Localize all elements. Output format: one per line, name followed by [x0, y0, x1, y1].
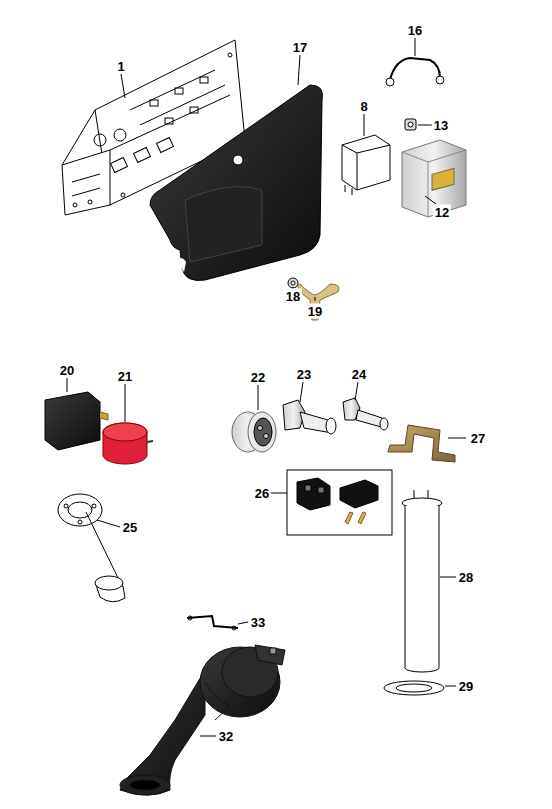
callout-number: 29	[457, 679, 475, 694]
callout-number: 21	[116, 369, 134, 384]
callout-number: 23	[295, 367, 313, 382]
callout-number: 12	[433, 205, 451, 220]
callout-number: 25	[121, 520, 139, 535]
callout-number: 17	[291, 40, 309, 55]
callout-number: 13	[432, 118, 450, 133]
callout-number: 1	[115, 59, 126, 74]
callout-number: 16	[406, 23, 424, 38]
callout-number: 8	[358, 99, 369, 114]
callout-number: 22	[249, 370, 267, 385]
callout-number: 19	[306, 304, 324, 319]
callout-number: 28	[457, 570, 475, 585]
callout-number: 32	[217, 729, 235, 744]
callout-number: 27	[469, 431, 487, 446]
callout-number: 24	[350, 367, 368, 382]
callout-number: 33	[249, 615, 267, 630]
callout-number: 26	[253, 486, 271, 501]
callout-number: 20	[58, 363, 76, 378]
callout-number: 18	[284, 289, 302, 304]
